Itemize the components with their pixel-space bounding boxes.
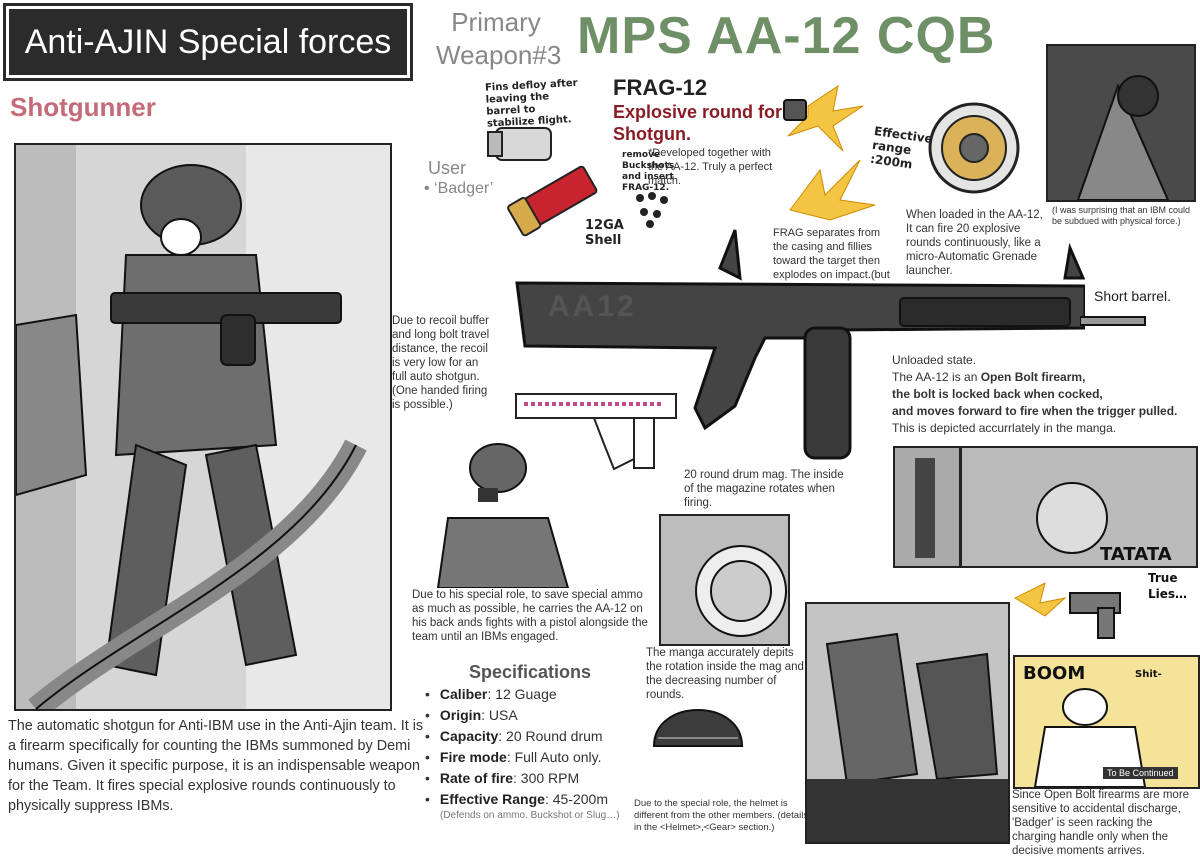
- frag-projectile-icon: [487, 127, 552, 161]
- role-label: Shotgunner: [10, 92, 156, 122]
- weapon-description: The automatic shotgun for Anti-IBM use i…: [8, 718, 424, 814]
- bolt-illustration-1: [895, 448, 959, 566]
- open-bolt-description: Unloaded state. The AA-12 is an Open Bol…: [892, 352, 1192, 437]
- title-box: Anti-AJIN Special forces: [3, 3, 413, 81]
- primary-line1: Primary: [451, 7, 541, 37]
- boom-soldier-illustration: [1015, 657, 1198, 787]
- bolt-illustration-2: [962, 448, 1196, 566]
- boom-sfx: BOOM: [1023, 663, 1086, 684]
- ibm-panel: [1046, 44, 1196, 202]
- frag-dev-note: *Developed together with the AA-12. Trul…: [648, 147, 773, 187]
- remove-buckshot-note: remove Buckshots and insert FRAG-12.: [622, 150, 675, 193]
- specs-list: Caliber: 12 Guage Origin: USA Capacity: …: [425, 684, 608, 810]
- short-barrel-label: Short barrel.: [1094, 288, 1172, 304]
- fight-scene-panel: [805, 602, 1010, 844]
- buckshot-pellets-icon: [636, 192, 668, 228]
- true-lies-note: True Lies…: [1148, 571, 1188, 601]
- spec-item: Caliber: 12 Guage: [425, 684, 608, 705]
- spec-item: Capacity: 20 Round drum: [425, 726, 608, 747]
- page-title: Anti-AJIN Special forces: [24, 22, 392, 61]
- magazine-rotation-panel: [659, 514, 790, 646]
- main-manga-panel: [14, 143, 392, 711]
- weapon-name: MPS AA-12 CQB: [577, 7, 996, 65]
- pistol-soldier-illustration: [436, 443, 570, 588]
- helmet-icon: [652, 709, 744, 747]
- bolt-locked: the bolt is locked back when cocked,: [892, 387, 1103, 401]
- magazine-closeup-illustration: [661, 516, 788, 644]
- shell-label: 12GA Shell: [585, 218, 624, 248]
- gun-cutaway-illustration: [515, 393, 677, 471]
- drum-mag-note: 20 round drum mag. The inside of the mag…: [684, 469, 844, 509]
- tatata-sfx: TATATA: [1100, 544, 1172, 565]
- ibm-fight-illustration: [1048, 46, 1194, 200]
- user-heading: User: [428, 158, 467, 178]
- frag-fired-icon: [783, 84, 864, 152]
- drum-capacity-note: When loaded in the AA-12, It can fire 20…: [906, 209, 1043, 277]
- special-role-note: Due to his special role, to save special…: [412, 589, 648, 643]
- spec-item: Effective Range: 45-200m: [425, 789, 608, 810]
- open-bolt-term: Open Bolt firearm,: [980, 370, 1086, 384]
- primary-line2: Weapon#3: [436, 40, 562, 70]
- bolt-panel-1: [893, 446, 961, 568]
- shit-sfx: Shit-: [1135, 669, 1162, 680]
- pistol-firing-icon: [1013, 582, 1121, 639]
- spec-item: Rate of fire: 300 RPM: [425, 768, 608, 789]
- bolt-panel-2: [960, 446, 1198, 568]
- aa12-shotgun-illustration: [515, 229, 1085, 460]
- to-be-continued-label: To Be Continued: [1103, 767, 1178, 779]
- boom-comic-panel: BOOM Shit- To Be Continued: [1013, 655, 1200, 789]
- rotation-note: The manga accurately depits the rotation…: [646, 647, 804, 701]
- frag-title: FRAG-12: [613, 75, 708, 100]
- bolt-forward: and moves forward to fire when the trigg…: [892, 404, 1178, 418]
- barrel-icon: [1080, 316, 1146, 326]
- soldier-illustration: [16, 145, 390, 709]
- frag-explosion-icon: [789, 159, 876, 221]
- primary-weapon-label: Primary Weapon#3: [436, 6, 562, 72]
- fight-scene-illustration: [807, 604, 1008, 842]
- specs-heading: Specifications: [469, 662, 592, 682]
- depicted-accurately: This is depicted accurrlately in the man…: [892, 421, 1117, 435]
- shotgun-shell-icon: [507, 165, 598, 237]
- unloaded-state: Unloaded state.: [892, 353, 977, 367]
- recoil-note: Due to recoil buffer and long bolt trave…: [392, 315, 490, 411]
- frag-separates-note: FRAG separates from the casing and filli…: [773, 227, 890, 295]
- specs-footnote: (Defends on ammo. Buckshot or Slug…): [440, 810, 620, 821]
- spec-item: Origin: USA: [425, 705, 608, 726]
- gun-marking: AA12: [548, 290, 637, 323]
- frag-subtitle: Explosive round for Shotgun.: [613, 102, 783, 144]
- open-bolt-intro: The AA-12 is an: [892, 370, 981, 384]
- open-bolt-discharge-note: Since Open Bolt firearms are more sensit…: [1012, 789, 1190, 857]
- spec-item: Fire mode: Full Auto only.: [425, 747, 608, 768]
- user-name: • ‘Badger’: [424, 180, 494, 197]
- ibm-subdued-note: (I was surprising that an IBM could be s…: [1052, 205, 1191, 226]
- drum-magazine-icon: [928, 102, 1020, 194]
- helmet-note: Due to the special role, the helmet is d…: [634, 798, 809, 833]
